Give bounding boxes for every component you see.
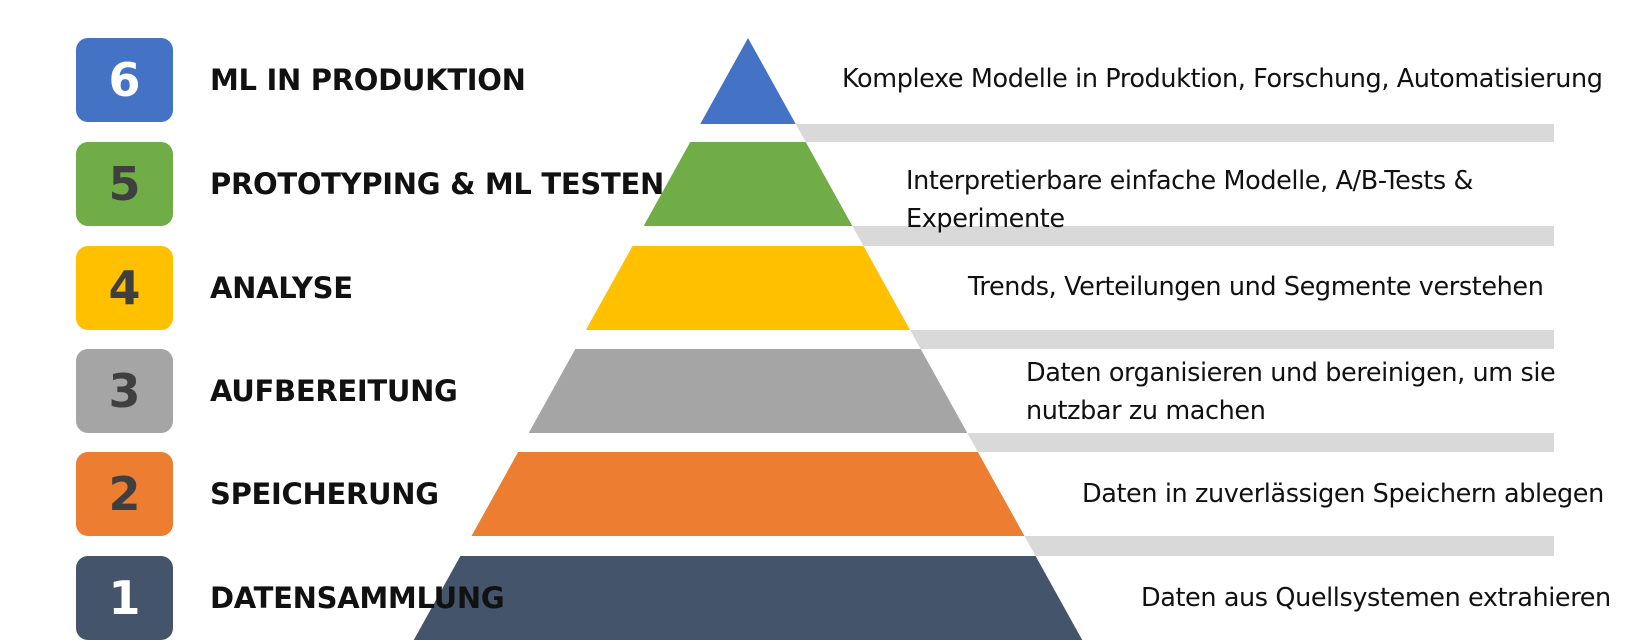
level-3-description: Daten organisieren und bereinigen, um si… — [1026, 358, 1556, 426]
pyramid-tier-4 — [585, 246, 911, 330]
level-5-description: Interpretierbare einfache Modelle, A/B-T… — [906, 166, 1473, 234]
level-2-title: SPEICHERUNG — [210, 477, 439, 511]
divider-band-3 — [967, 433, 1554, 452]
level-6-description: Komplexe Modelle in Produktion, Forschun… — [842, 64, 1603, 94]
level-3-title: AUFBEREITUNG — [210, 374, 458, 408]
divider-band-4 — [910, 330, 1554, 349]
pyramid-tier-6 — [700, 38, 796, 124]
pyramid-tier-1 — [413, 556, 1083, 640]
pyramid-tier-3 — [528, 349, 968, 433]
level-2-description: Daten in zuverlässigen Speichern ablegen — [1082, 479, 1604, 509]
level-3-badge: 3 — [76, 349, 173, 433]
divider-band-2 — [1024, 536, 1554, 556]
level-6-title: ML IN PRODUKTION — [210, 63, 526, 97]
level-5-badge: 5 — [76, 142, 173, 226]
level-4-badge: 4 — [76, 246, 173, 330]
divider-band-6 — [795, 124, 1554, 142]
pyramid-tier-2 — [471, 452, 1025, 536]
level-6-badge: 6 — [76, 38, 173, 122]
level-4-title: ANALYSE — [210, 271, 353, 305]
level-5-title: PROTOTYPING & ML TESTEN — [210, 167, 664, 201]
level-1-description: Daten aus Quellsystemen extrahieren — [1141, 583, 1611, 613]
level-1-badge: 1 — [76, 556, 173, 640]
level-4-description: Trends, Verteilungen und Segmente verste… — [968, 272, 1544, 302]
level-1-title: DATENSAMMLUNG — [210, 581, 505, 615]
pyramid-tier-5 — [643, 142, 853, 226]
level-2-badge: 2 — [76, 452, 173, 536]
divider-band-5 — [852, 226, 1554, 246]
